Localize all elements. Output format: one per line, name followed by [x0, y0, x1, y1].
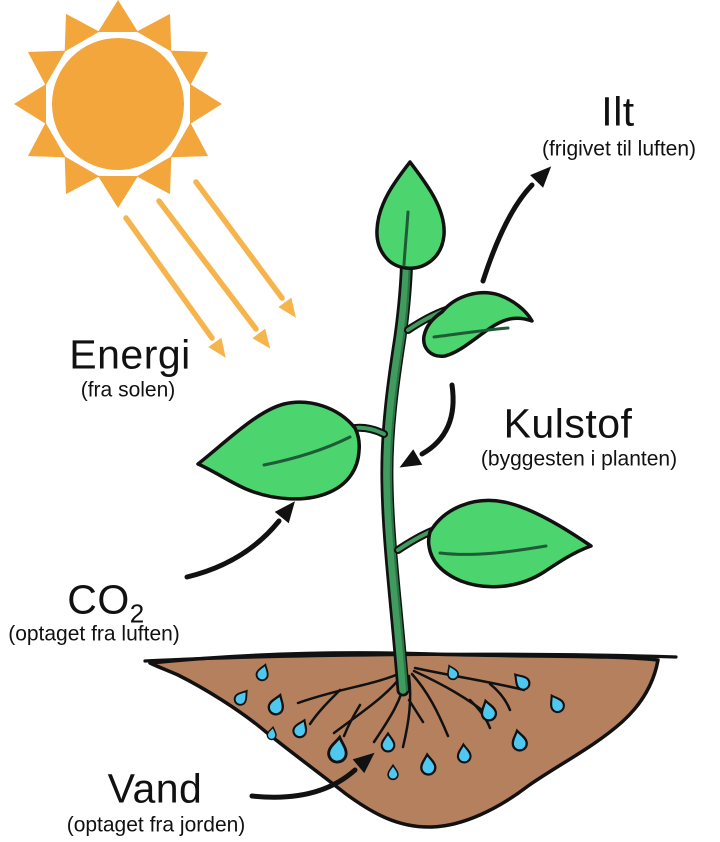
sun-icon — [14, 0, 222, 208]
energy-ray-arrows-icon — [123, 179, 296, 358]
co2-subtitle: (optaget fra luften) — [8, 622, 180, 646]
kulstof-arrow-icon — [399, 382, 456, 468]
plant-roots-icon — [296, 666, 526, 749]
plant-stem — [380, 236, 414, 697]
kulstof-subtitle: (byggesten i planten) — [480, 447, 678, 471]
kulstof-title: Kulstof — [503, 400, 633, 447]
plant-leaf-top — [375, 160, 446, 270]
plant-leaf-right-upper — [404, 291, 534, 358]
co2-arrow-icon — [184, 501, 295, 580]
ilt-subtitle: (frigivet til luften) — [541, 137, 697, 161]
plant-leaf-left — [196, 400, 388, 501]
vand-title: Vand — [107, 765, 203, 812]
ilt-title: Ilt — [601, 88, 635, 135]
co2-formula-subscript: 2 — [129, 598, 145, 629]
ilt-arrow-icon — [480, 166, 552, 284]
vand-arrow-icon — [249, 752, 375, 800]
co2-formula-base: CO — [67, 576, 130, 623]
energi-title: Energi — [69, 331, 191, 378]
energi-subtitle: (fra solen) — [80, 378, 176, 402]
co2-title: CO2 — [67, 576, 144, 627]
plant-leaf-right-lower — [394, 498, 593, 589]
vand-subtitle: (optaget fra jorden) — [66, 813, 246, 837]
